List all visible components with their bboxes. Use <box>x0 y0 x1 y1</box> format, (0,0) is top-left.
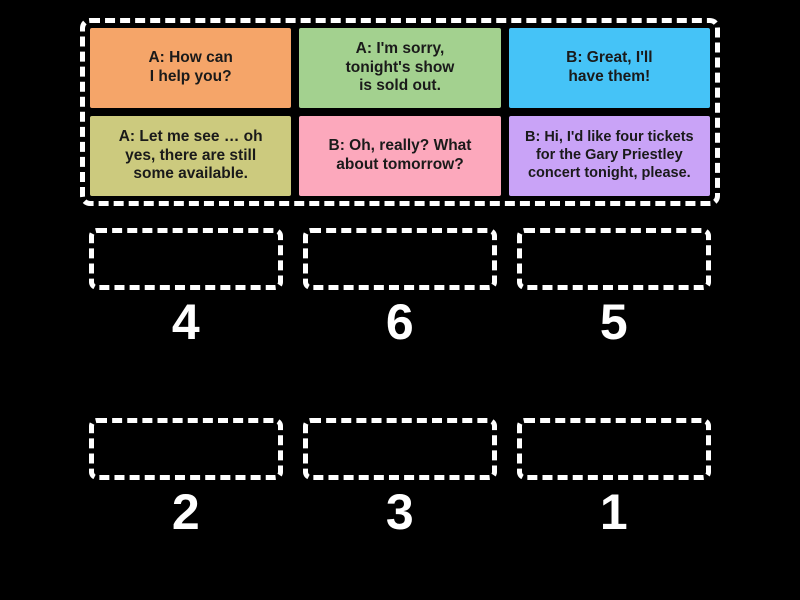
card-2-text: A: I'm sorry, tonight's show is sold out… <box>345 39 455 95</box>
card-1-text: A: How can I help you? <box>148 49 233 85</box>
slot-number-1: 1 <box>599 484 629 540</box>
dropzone-2[interactable] <box>89 418 283 480</box>
slot-number-2: 2 <box>171 484 201 540</box>
card-bank-grid: A: How can I help you? A: I'm sorry, ton… <box>90 28 710 196</box>
drop-slot-cell-5: 5 <box>517 228 711 349</box>
draggable-card-3[interactable]: B: Great, I'll have them! <box>508 28 710 108</box>
card-5-text: B: Oh, really? What about tomorrow? <box>328 137 472 173</box>
drop-slot-cell-1: 1 <box>517 418 711 539</box>
drop-slot-row-2: 2 3 1 <box>0 418 800 539</box>
drop-slot-cell-4: 4 <box>89 228 283 349</box>
dropzone-1[interactable] <box>517 418 711 480</box>
slot-number-5: 5 <box>599 294 629 350</box>
draggable-card-5[interactable]: B: Oh, really? What about tomorrow? <box>299 116 501 196</box>
drop-slot-cell-3: 3 <box>303 418 497 539</box>
draggable-card-1[interactable]: A: How can I help you? <box>90 28 292 108</box>
card-3-text: B: Great, I'll have them! <box>566 49 653 85</box>
dropzone-5[interactable] <box>517 228 711 290</box>
drop-slot-cell-2: 2 <box>89 418 283 539</box>
dropzone-4[interactable] <box>89 228 283 290</box>
dropzone-3[interactable] <box>303 418 497 480</box>
draggable-card-2[interactable]: A: I'm sorry, tonight's show is sold out… <box>299 28 501 108</box>
slot-number-4: 4 <box>171 294 201 350</box>
draggable-card-4[interactable]: A: Let me see … oh yes, there are still … <box>90 116 292 196</box>
drop-slot-row-1: 4 6 5 <box>0 228 800 349</box>
slot-number-6: 6 <box>385 294 415 350</box>
draggable-card-6[interactable]: B: Hi, I'd like four tickets for the Gar… <box>508 116 710 196</box>
card-bank: A: How can I help you? A: I'm sorry, ton… <box>80 18 720 206</box>
card-6-text: B: Hi, I'd like four tickets for the Gar… <box>525 129 694 181</box>
card-4-text: A: Let me see … oh yes, there are still … <box>118 127 263 183</box>
dropzone-6[interactable] <box>303 228 497 290</box>
drop-slot-cell-6: 6 <box>303 228 497 349</box>
slot-number-3: 3 <box>385 484 415 540</box>
